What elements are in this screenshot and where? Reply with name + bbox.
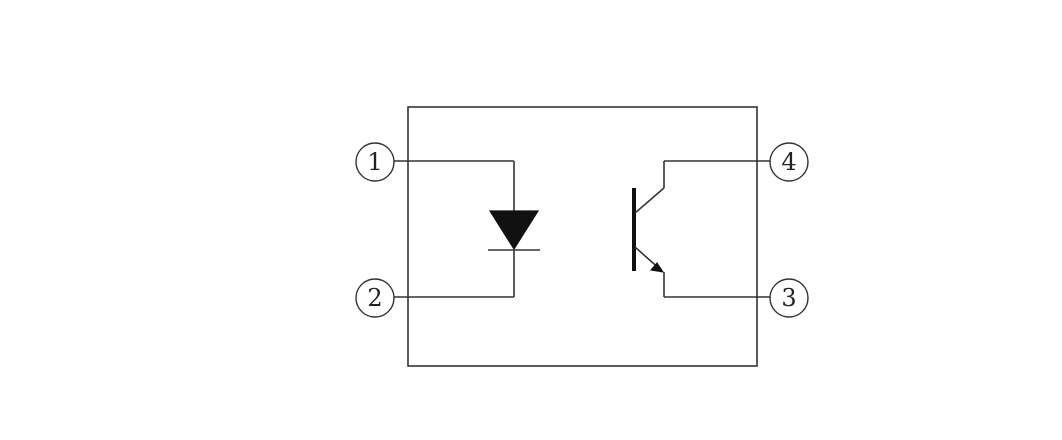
- pin-1-circle: [355, 142, 395, 182]
- led-circuit: [394, 160, 540, 298]
- emitter-arrow-icon: [650, 262, 665, 273]
- collector-diagonal: [634, 187, 665, 214]
- package-outline: [407, 106, 758, 367]
- pin-2-label: 2: [367, 284, 382, 312]
- pin-3-label: 3: [781, 284, 796, 312]
- pin-3-marker: 3: [769, 278, 809, 318]
- pin-1-marker: 1: [355, 142, 395, 182]
- led-diode-icon: [488, 210, 540, 251]
- pin-3-circle: [769, 278, 809, 318]
- pin-4-circle: [769, 142, 809, 182]
- pin-1-label: 1: [367, 148, 382, 176]
- pin-2-circle: [355, 278, 395, 318]
- pin-4-label: 4: [781, 148, 796, 176]
- pin-2-marker: 2: [355, 278, 395, 318]
- pin-4-marker: 4: [769, 142, 809, 182]
- phototransistor-circuit: [632, 160, 770, 298]
